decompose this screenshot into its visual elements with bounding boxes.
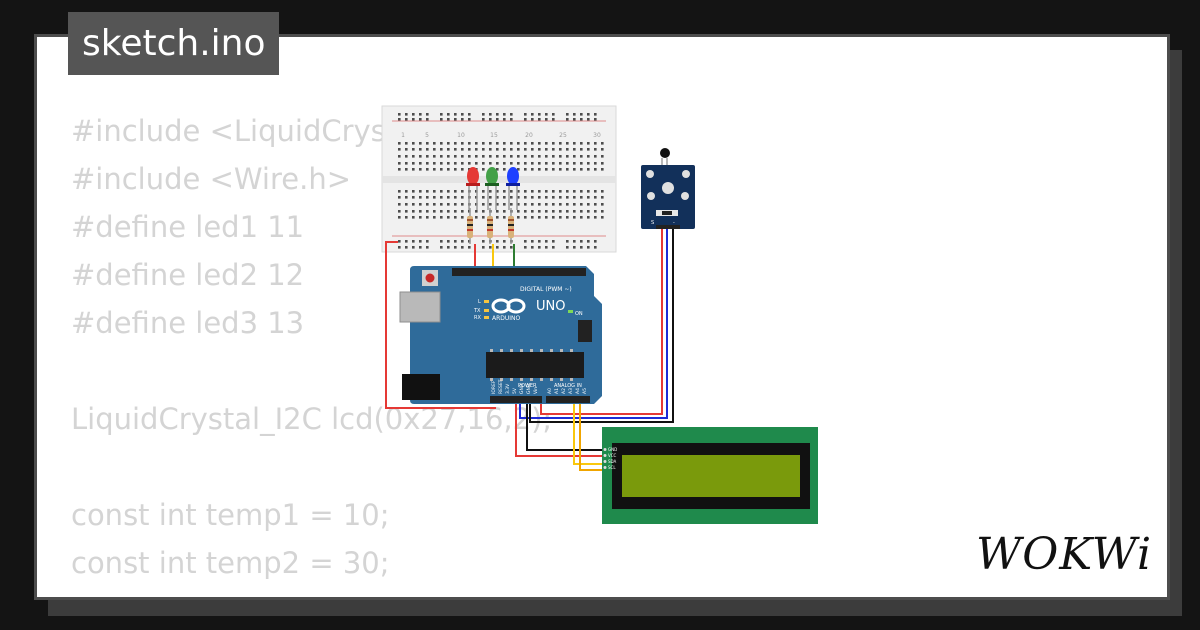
on-label: ON [575,311,583,317]
analog-pin-label: A4 [575,388,581,394]
code-line: #define led1 11 [71,210,305,244]
analog-label: ANALOG IN [554,383,582,389]
power-pin-label: GND [526,383,532,394]
analog-pin-label: A3 [568,388,574,394]
tx-label: TX [473,308,481,314]
analog-pin-label: A5 [582,388,588,394]
sensor-pin-labels: S- [651,220,675,226]
code-line: #define led3 13 [71,306,305,340]
breadboard-column-number: 15 [490,132,498,139]
power-pin-label: 5V [512,387,518,394]
digital-header [452,268,586,276]
temperature-sensor-module[interactable]: S- [641,148,695,229]
digital-header-label: DIGITAL (PWM ~) [520,286,572,293]
led-red-body [467,167,479,185]
power-pin-label: 3.3V [505,383,511,394]
lcd-pin-label: VCC [608,453,617,458]
analog-header [546,396,590,403]
breadboard-column-number: 30 [593,132,601,139]
power-pin-label: RESET [498,379,504,394]
analog-pin-label: A1 [554,388,560,394]
lcd-pin-label: GND [608,447,617,452]
resistors[interactable] [467,208,514,244]
power-pin-label: IOREF [491,380,497,394]
code-line: #include <Wire.h> [71,162,352,196]
arduino-brand: ARDUINO [492,315,521,322]
led-red[interactable] [466,167,480,210]
sketch-filename-tab: sketch.ino [68,12,280,75]
rx-label: RX [474,315,481,321]
power-jack [402,374,440,400]
breadboard-column-number: 1 [401,132,405,139]
code-line: const int temp2 = 30; [71,546,390,580]
lcd-pin-label: SDA [608,459,617,464]
wokwi-logo: WOKWi [976,529,1151,578]
sensor-pcb [641,165,695,229]
analog-pin-label: A0 [547,388,553,394]
analog-pin-label: A2 [561,388,567,394]
arduino-model: UNO [536,299,565,314]
power-pin-label: GND [519,383,525,394]
power-label: POWER [518,383,537,389]
breadboard-column-number: 5 [425,132,429,139]
wokwi-logo-text: WOKWi [976,529,1151,578]
power-pin-label: Vin [533,387,539,394]
breadboard-column-number: 10 [457,132,465,139]
thermistor [660,148,670,158]
lcd-screen [622,455,800,497]
code-line: const int temp3 = 50; [71,587,552,597]
led-blue-body [507,167,519,185]
led-green[interactable] [485,167,499,210]
power-header [490,396,542,403]
icsp-header [578,320,592,342]
lcd-pin-label: SCL [608,465,616,470]
code-line: #define led2 12 [71,258,305,292]
led-green-body [486,167,498,185]
arduino-uno[interactable]: DIGITAL (PWM ~) UNO ARDUINO L TX RX ON P… [399,266,602,404]
sensor-pin-label: - [673,220,675,226]
breadboard-column-number: 25 [559,132,567,139]
usb-port [399,291,441,323]
atmega-chip [486,352,584,378]
l-label: L [478,299,481,305]
breadboard-column-number: 20 [525,132,533,139]
code-line: const int temp1 = 10; [71,498,390,532]
sensor-pin-label: S [651,220,654,226]
arduino-logo [491,298,526,314]
led-blue[interactable] [506,167,520,210]
